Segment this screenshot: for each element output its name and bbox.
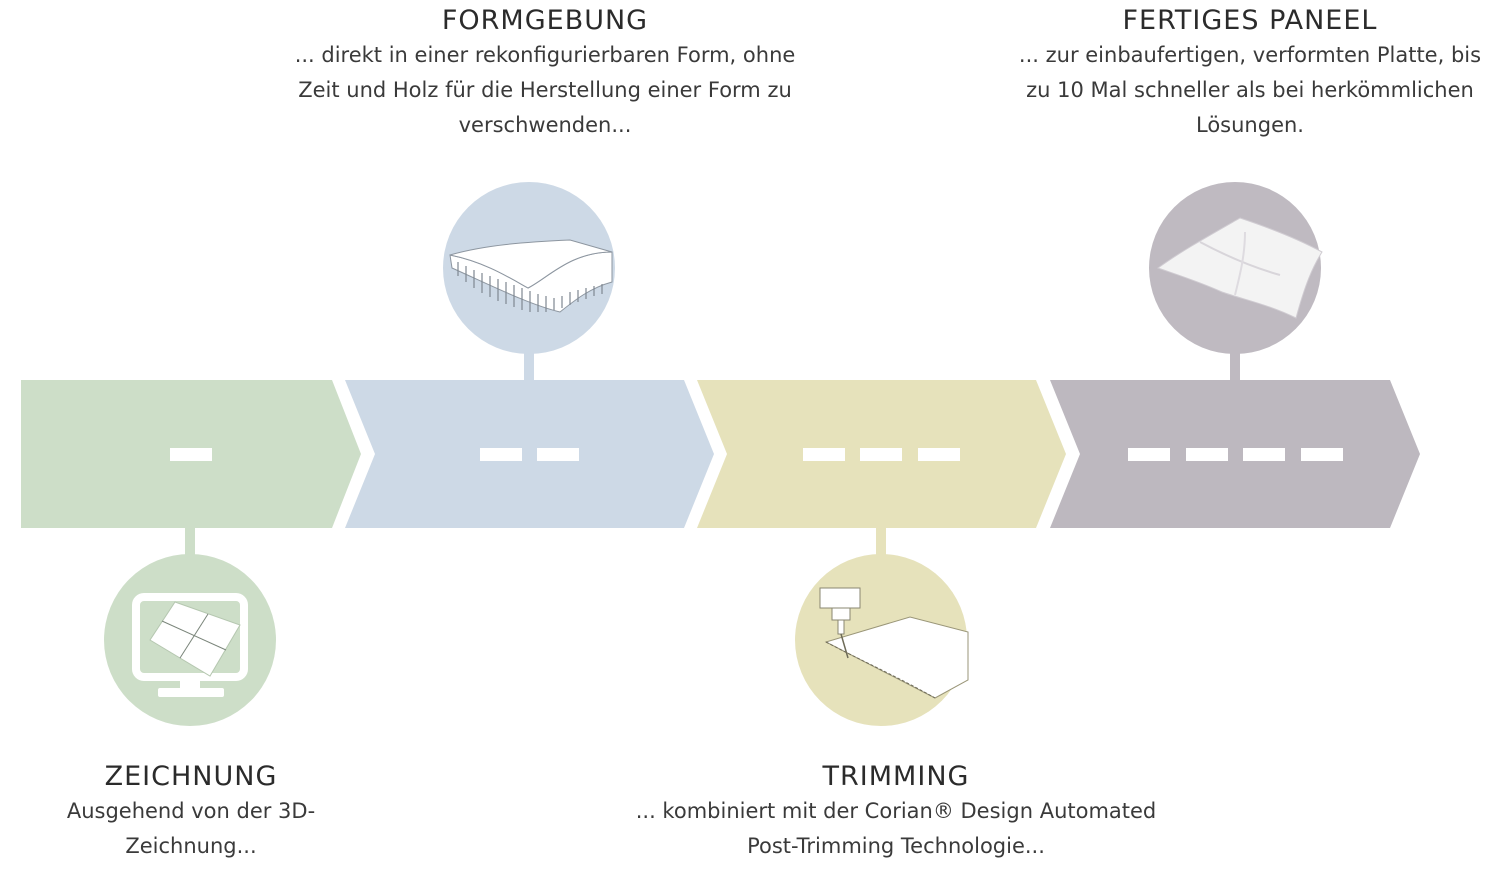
step-description: ... zur einbaufertigen, verformten Platt… — [1018, 43, 1482, 137]
step-dash — [1301, 448, 1343, 461]
step-4-circle — [1149, 182, 1323, 354]
step-title: FERTIGES PANEEL — [1122, 5, 1378, 36]
step-4-connector — [1230, 352, 1240, 384]
step-title: FORMGEBUNG — [441, 5, 649, 36]
step-dash — [170, 448, 212, 461]
finished-panel-icon — [1156, 217, 1323, 319]
step-2-circle — [443, 182, 615, 354]
monitor-drawing-icon — [132, 593, 248, 697]
step-3-dashes — [803, 448, 960, 461]
step-fertiges-paneel-text: FERTIGES PANEEL ... zur einbaufertigen, … — [1010, 4, 1490, 143]
step-1-circle — [104, 554, 276, 726]
step-3-circle — [795, 554, 969, 726]
step-formgebung-text: FORMGEBUNG ... direkt in einer rekonfigu… — [290, 4, 800, 143]
step-dash — [1128, 448, 1170, 461]
step-1-dashes — [170, 448, 212, 461]
step-dash — [480, 448, 522, 461]
step-dash — [537, 448, 579, 461]
step-description: Ausgehend von der 3D-Zeichnung... — [66, 799, 316, 858]
step-trimming-text: TRIMMING ... kombiniert mit der Corian® … — [620, 760, 1172, 864]
reconfigurable-mold-icon — [449, 239, 613, 313]
step-2-arrow — [345, 380, 714, 528]
step-1-connector — [185, 525, 195, 557]
step-4-arrow — [1050, 380, 1420, 528]
step-description: ... direkt in einer rekonfigurierbaren F… — [294, 43, 796, 137]
step-dash — [860, 448, 902, 461]
step-dash — [1243, 448, 1285, 461]
step-description: ... kombiniert mit der Corian® Design Au… — [635, 799, 1157, 858]
step-3-connector — [876, 525, 886, 557]
step-dash — [918, 448, 960, 461]
step-title: ZEICHNUNG — [104, 761, 278, 792]
step-dash — [1186, 448, 1228, 461]
step-4-dashes — [1128, 448, 1343, 461]
step-2-connector — [524, 352, 534, 384]
step-title: TRIMMING — [822, 761, 970, 792]
step-dash — [803, 448, 845, 461]
step-2-dashes — [480, 448, 579, 461]
trimming-tool-icon — [819, 587, 969, 699]
step-zeichnung-text: ZEICHNUNG Ausgehend von der 3D-Zeichnung… — [50, 760, 332, 864]
